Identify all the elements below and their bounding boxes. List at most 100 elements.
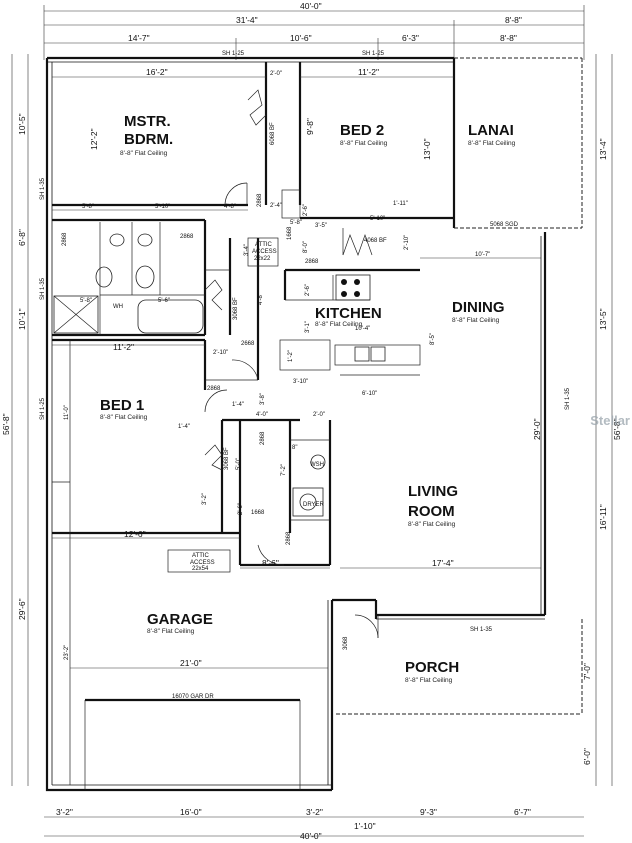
door-label-2868g: 2868 bbox=[286, 531, 292, 545]
dim-bottom-total: 40'-0" bbox=[300, 831, 322, 841]
dim-5-0: 5'-0" bbox=[236, 458, 242, 470]
door-label-2868c: 2868 bbox=[257, 193, 263, 207]
dim-3-8: 3'-8" bbox=[260, 393, 266, 405]
dim-3-4: 3'-4" bbox=[244, 244, 250, 256]
section-mark-a: SH 1-25 bbox=[222, 51, 245, 57]
washer-label: WSH bbox=[310, 462, 324, 468]
dim-bed2-width: 11'-2" bbox=[358, 67, 379, 77]
dim-mb-depth: 12'-2" bbox=[89, 128, 99, 150]
dim-top-10-6: 10'-6" bbox=[290, 33, 312, 43]
dim-3-5: 3'-5" bbox=[315, 223, 327, 229]
door-label-6068bf: 6068 BF bbox=[270, 122, 276, 145]
dim-bottom-16-0: 16'-0" bbox=[180, 807, 202, 817]
door-label-3068: 3068 bbox=[343, 636, 349, 650]
dim-1-11: 1'-11" bbox=[393, 201, 408, 207]
dim-top-total: 40'-0" bbox=[300, 1, 322, 11]
room-label-living-1: LIVING bbox=[408, 483, 458, 500]
dim-right-total: 56'-8" bbox=[612, 418, 622, 440]
section-mark-b: SH 1-25 bbox=[362, 51, 385, 57]
dim-5-8c: 5'-8" bbox=[290, 220, 302, 226]
dim-5-10b: 5'-10" bbox=[370, 216, 385, 222]
room-label-dining: DINING bbox=[452, 299, 505, 316]
dim-23-2: 23'-2" bbox=[64, 645, 70, 660]
dim-left-total: 56'-8" bbox=[1, 413, 11, 435]
room-label-living-2: ROOM bbox=[408, 503, 455, 520]
ceiling-garage: 8'-8" Flat Ceiling bbox=[147, 628, 195, 635]
ceiling-master: 8'-8" Flat Ceiling bbox=[120, 150, 168, 157]
dim-1-4a: 1'-4" bbox=[232, 402, 244, 408]
ceiling-porch: 8'-8" Flat Ceiling bbox=[405, 677, 453, 684]
dim-2-6a: 2'-6" bbox=[303, 204, 309, 216]
door-label-3068bf: 3068 BF bbox=[233, 297, 239, 320]
ceiling-living: 8'-8" Flat Ceiling bbox=[408, 521, 456, 528]
dim-21-0: 21'-0" bbox=[180, 658, 202, 668]
dim-5-10: 5'-10" bbox=[155, 204, 170, 210]
dim-left-10-1: 10'-1" bbox=[17, 308, 27, 330]
section-mark-porch: SH 1-35 bbox=[470, 627, 493, 633]
ceiling-lanai: 8'-8" Flat Ceiling bbox=[468, 140, 516, 147]
ceiling-bed1: 8'-8" Flat Ceiling bbox=[100, 414, 148, 421]
dim-8-top2: 8'-0" bbox=[303, 241, 309, 253]
dim-3-2: 3'-2" bbox=[202, 493, 208, 505]
room-label-kitchen: KITCHEN bbox=[315, 305, 382, 322]
door-label-4068: 4068 BF bbox=[364, 238, 387, 244]
dim-left-6-8: 6'-8" bbox=[17, 229, 27, 246]
dim-2-6c: 2'-6" bbox=[238, 503, 244, 515]
sliding-door-label: 5068 SGD bbox=[490, 222, 519, 228]
attic-access-2-sub: ACCESS bbox=[190, 560, 215, 566]
dim-8-top: 8" bbox=[292, 445, 297, 451]
door-label-2868b: 2868 bbox=[180, 234, 194, 240]
door-label-3068bf-b: 3068 BF bbox=[224, 447, 230, 470]
door-label-2868e: 2868 bbox=[207, 386, 221, 392]
dim-left-10-5: 10'-5" bbox=[17, 113, 27, 135]
attic-access-1-size: 22x22 bbox=[254, 256, 271, 262]
room-label-bed2: BED 2 bbox=[340, 122, 384, 139]
watermark: Stellar bbox=[590, 413, 630, 428]
dim-hall-top: 2'-0" bbox=[270, 71, 282, 77]
room-label-lanai: LANAI bbox=[468, 122, 514, 139]
dim-1-2: 1'-2" bbox=[288, 350, 294, 362]
dim-11-2: 11'-2" bbox=[113, 342, 134, 352]
door-label-2868d: 2868 bbox=[305, 259, 319, 265]
dim-living-depth: 29'-0" bbox=[532, 418, 542, 440]
dim-8-6: 8'-6" bbox=[262, 558, 279, 568]
dim-bottom-3-2b: 3'-2" bbox=[306, 807, 323, 817]
dim-12-6: 12'-6" bbox=[124, 529, 146, 539]
attic-access-1-title: ATTIC bbox=[255, 242, 273, 248]
attic-access-1-sub: ACCESS bbox=[252, 249, 277, 255]
room-label-bed1: BED 1 bbox=[100, 397, 144, 414]
dim-right-6-0: 6'-0" bbox=[582, 748, 592, 765]
section-mark-left: SH 1-25 bbox=[40, 397, 46, 420]
fixtures bbox=[53, 233, 386, 790]
dim-top-8-8b: 8'-8" bbox=[500, 33, 517, 43]
dim-2-10: 2'-10" bbox=[404, 235, 410, 250]
dim-2-6b: 2'-6" bbox=[305, 284, 311, 296]
attic-access-2-title: ATTIC bbox=[192, 553, 210, 559]
dim-right-16-11: 16'-11" bbox=[598, 504, 608, 530]
dim-left-29-6: 29'-6" bbox=[17, 598, 27, 620]
dim-2-10b: 2'-10" bbox=[213, 350, 228, 356]
water-heater-label: WH bbox=[113, 304, 123, 310]
dim-3-1: 3'-1" bbox=[305, 321, 311, 333]
dim-right-13-4: 13'-4" bbox=[598, 138, 608, 160]
dim-top-14-7: 14'-7" bbox=[128, 33, 150, 43]
dim-bottom-6-7: 6'-7" bbox=[514, 807, 531, 817]
dim-lanai-depth: 13'-0" bbox=[422, 138, 432, 160]
dim-8-5: 8'-5" bbox=[430, 333, 436, 345]
ceiling-kitchen: 8'-8" Flat Ceiling bbox=[315, 321, 363, 328]
dim-4-8: 4'-8" bbox=[224, 204, 236, 210]
dim-1-4b: 1'-4" bbox=[178, 424, 190, 430]
interior-dimensions bbox=[52, 76, 541, 669]
dim-3-10: 3'-10" bbox=[293, 379, 308, 385]
dim-5-8a: 5'-8" bbox=[82, 204, 94, 210]
dim-10-4: 10'-4" bbox=[355, 326, 370, 332]
dim-top-6-3: 6'-3" bbox=[402, 33, 419, 43]
dim-bottom-3-2a: 3'-2" bbox=[56, 807, 73, 817]
dim-mb-width: 16'-2" bbox=[146, 67, 168, 77]
ceiling-dining: 8'-8" Flat Ceiling bbox=[452, 317, 500, 324]
dim-10-7: 10'-7" bbox=[475, 252, 490, 258]
dim-bottom-1-10: 1'-10" bbox=[354, 821, 376, 831]
dim-right-13-5: 13'-5" bbox=[598, 308, 608, 330]
door-label-1668a: 1668 bbox=[287, 226, 293, 240]
